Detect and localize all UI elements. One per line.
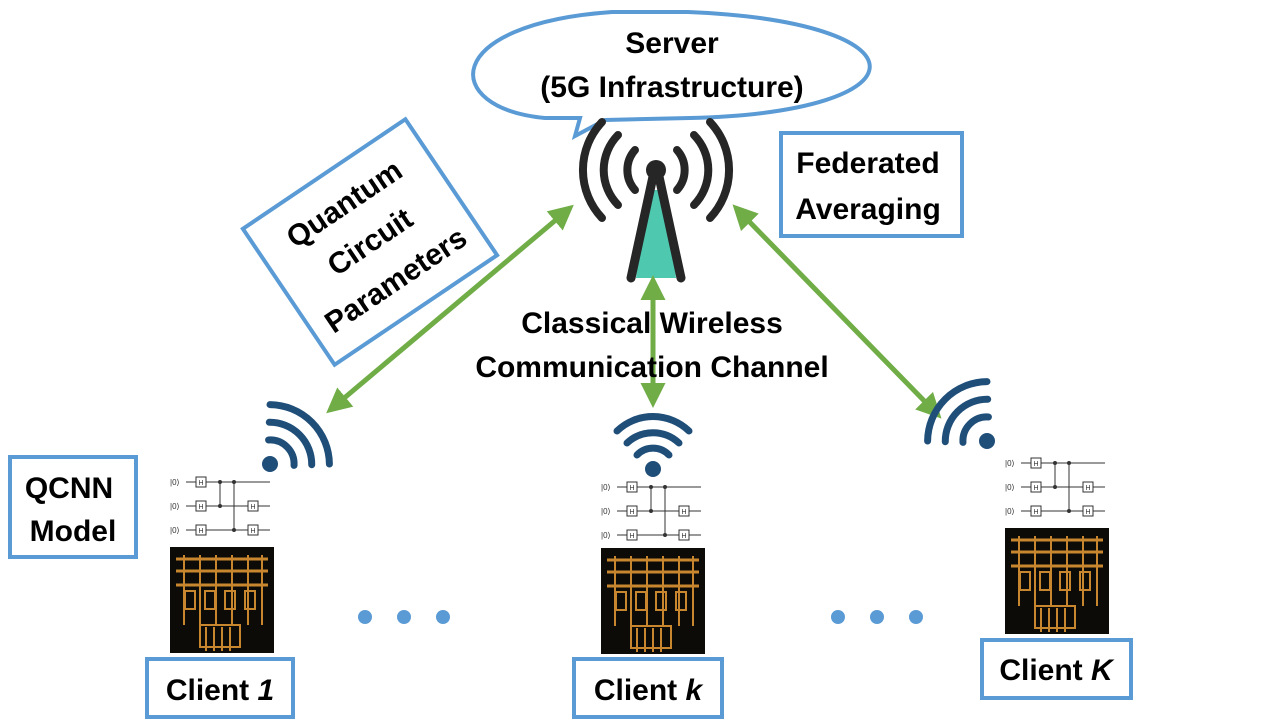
- client-K-label: Client K: [999, 654, 1115, 687]
- arrow-client1-server: [326, 204, 574, 414]
- svg-text:H: H: [629, 485, 634, 492]
- svg-text:H: H: [681, 533, 686, 540]
- control-dot: [218, 480, 222, 484]
- server-bubble: Server (5G Infrastructure): [471, 10, 872, 140]
- client-k-box: Client k: [572, 657, 724, 719]
- arrow-clientK-server: [732, 204, 942, 419]
- hadamard-gate: H: [1082, 505, 1094, 517]
- ket-label: |0⟩: [170, 526, 180, 535]
- svg-text:H: H: [1033, 509, 1038, 516]
- ket-label: |0⟩: [1005, 507, 1015, 516]
- hadamard-gate: H: [626, 505, 638, 517]
- svg-text:H: H: [1033, 485, 1038, 492]
- wifi-icon-clientk: [613, 413, 693, 477]
- target-dot: [663, 533, 667, 537]
- ket-label: |0⟩: [601, 483, 611, 492]
- hadamard-gate: H: [678, 505, 690, 517]
- hadamard-gate: H: [1082, 481, 1094, 493]
- control-dot: [1067, 461, 1071, 465]
- quantum-circuit-client1: |0⟩ H |0⟩ H H |0⟩ H H: [170, 476, 270, 536]
- ket-label: |0⟩: [601, 531, 611, 540]
- ket-label: |0⟩: [1005, 459, 1015, 468]
- client-1-label: Client 1: [166, 674, 274, 707]
- hadamard-gate: H: [678, 529, 690, 541]
- svg-text:H: H: [681, 509, 686, 516]
- hadamard-gate: H: [195, 476, 207, 488]
- svg-text:H: H: [250, 528, 255, 535]
- target-dot: [232, 528, 236, 532]
- federated-averaging-box: Federated Averaging: [779, 131, 964, 238]
- target-dot: [1053, 485, 1057, 489]
- client-k-label: Client k: [594, 674, 704, 707]
- svg-text:H: H: [1085, 485, 1090, 492]
- qcnn-model-box: QCNN Model: [8, 455, 138, 559]
- channel-label-line1: Classical Wireless: [521, 307, 783, 340]
- quantum-computer-image-client1: [170, 547, 274, 653]
- fed-line2: Averaging: [795, 193, 941, 226]
- svg-text:H: H: [198, 480, 203, 487]
- svg-text:H: H: [629, 509, 634, 516]
- hadamard-gate: H: [195, 500, 207, 512]
- hadamard-gate: H: [1030, 481, 1042, 493]
- channel-label-line2: Communication Channel: [475, 351, 828, 384]
- target-dot: [1067, 509, 1071, 513]
- qcnn-line1: QCNN: [25, 472, 113, 505]
- ket-label: |0⟩: [1005, 483, 1015, 492]
- ket-label: |0⟩: [601, 507, 611, 516]
- client-K-box: Client K: [980, 638, 1133, 700]
- ket-label: |0⟩: [170, 478, 180, 487]
- svg-text:H: H: [198, 528, 203, 535]
- quantum-circuit-clientk: |0⟩ H |0⟩ H H |0⟩ H H: [601, 481, 701, 541]
- server-title: Server: [625, 27, 719, 60]
- control-dot: [649, 485, 653, 489]
- hadamard-gate: H: [626, 481, 638, 493]
- client-1-box: Client 1: [145, 657, 295, 719]
- target-dot: [218, 504, 222, 508]
- qcnn-line2: Model: [30, 515, 117, 548]
- quantum-circuit-clientK: |0⟩ H |0⟩ H H |0⟩ H H: [1005, 457, 1105, 517]
- ket-label: |0⟩: [170, 502, 180, 511]
- control-dot: [232, 480, 236, 484]
- quantum-circuit-parameters-box: Quantum Circuit Parameters: [240, 116, 500, 368]
- svg-text:H: H: [198, 504, 203, 511]
- radio-tower-icon: [578, 118, 734, 283]
- control-dot: [663, 485, 667, 489]
- fed-line1: Federated: [796, 147, 939, 180]
- quantum-computer-image-clientK: [1005, 528, 1109, 634]
- svg-text:H: H: [250, 504, 255, 511]
- ellipsis-dots-right: [831, 610, 923, 624]
- hadamard-gate: H: [1030, 505, 1042, 517]
- hadamard-gate: H: [626, 529, 638, 541]
- svg-text:H: H: [1033, 461, 1038, 468]
- hadamard-gate: H: [1030, 457, 1042, 469]
- svg-text:H: H: [1085, 509, 1090, 516]
- quantum-computer-image-clientk: [601, 548, 705, 654]
- server-subtitle: (5G Infrastructure): [540, 71, 803, 104]
- wifi-icon-clientK: [924, 378, 995, 449]
- wifi-icon-client1: [262, 401, 333, 472]
- hadamard-gate: H: [247, 500, 259, 512]
- hadamard-gate: H: [247, 524, 259, 536]
- svg-text:H: H: [629, 533, 634, 540]
- target-dot: [649, 509, 653, 513]
- ellipsis-dots-left: [358, 610, 450, 624]
- hadamard-gate: H: [195, 524, 207, 536]
- control-dot: [1053, 461, 1057, 465]
